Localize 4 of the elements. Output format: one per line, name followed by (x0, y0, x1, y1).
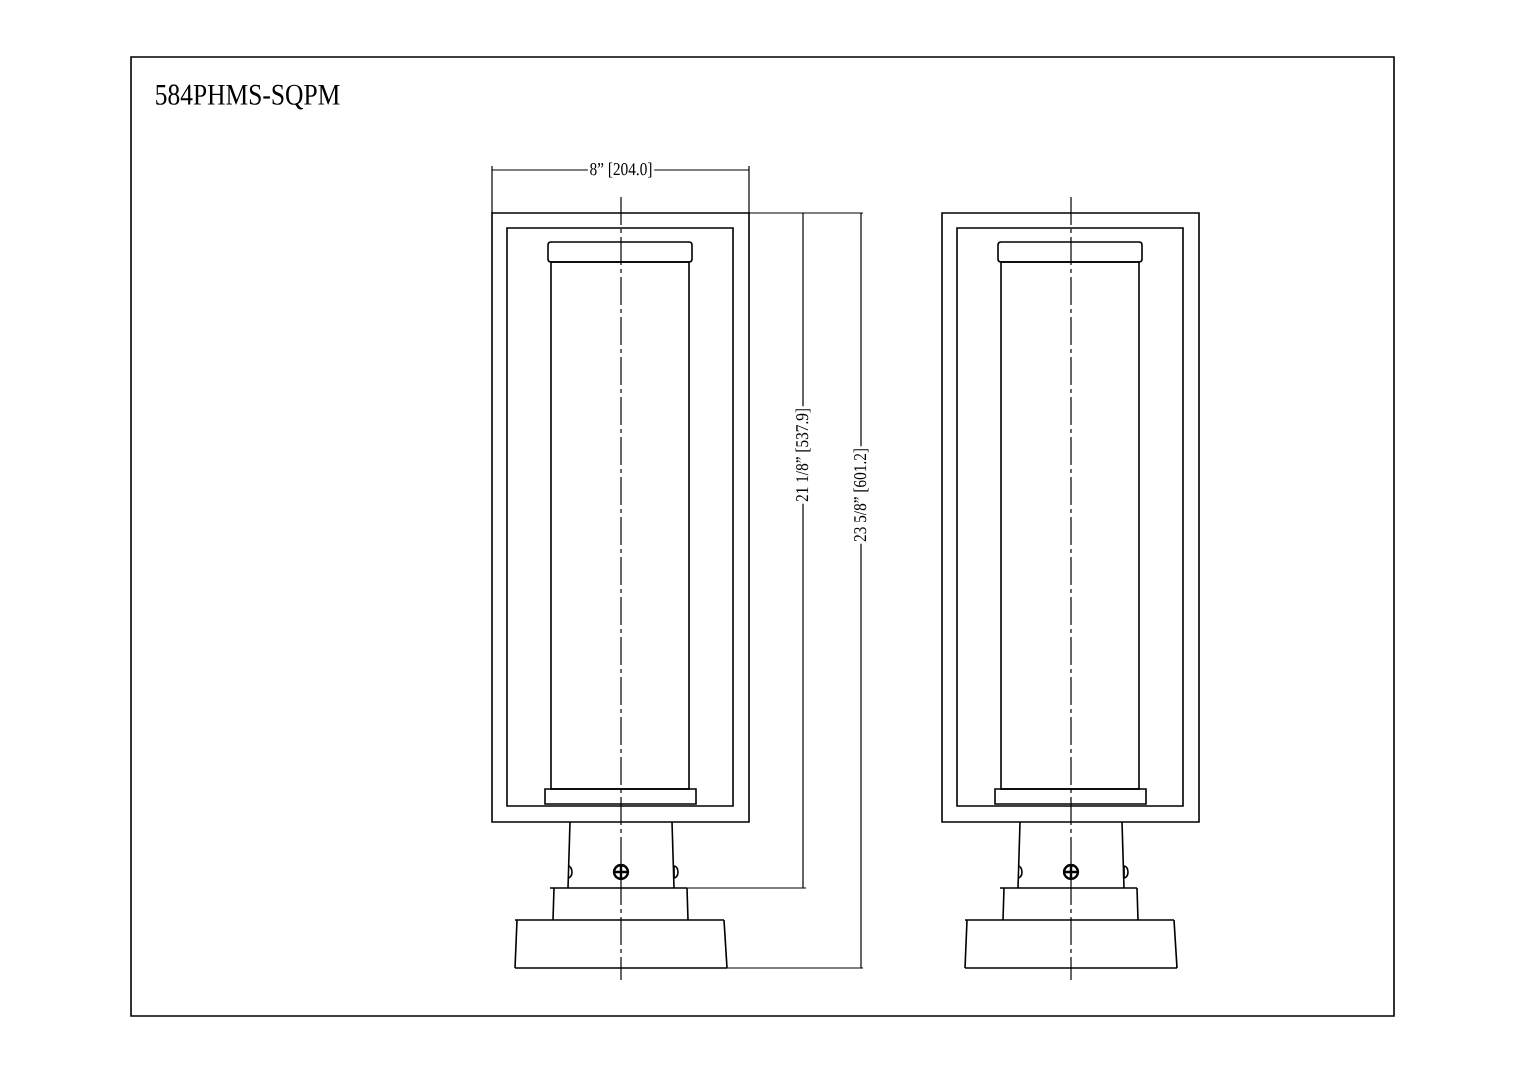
dimension-text: 21 1/8” [537.9] (795, 409, 811, 502)
dimension-text: 8” [204.0] (590, 162, 652, 178)
drawing-title: 584PHMS-SQPM (156, 84, 340, 110)
dimension-text: 23 5/8” [601.2] (853, 449, 869, 542)
